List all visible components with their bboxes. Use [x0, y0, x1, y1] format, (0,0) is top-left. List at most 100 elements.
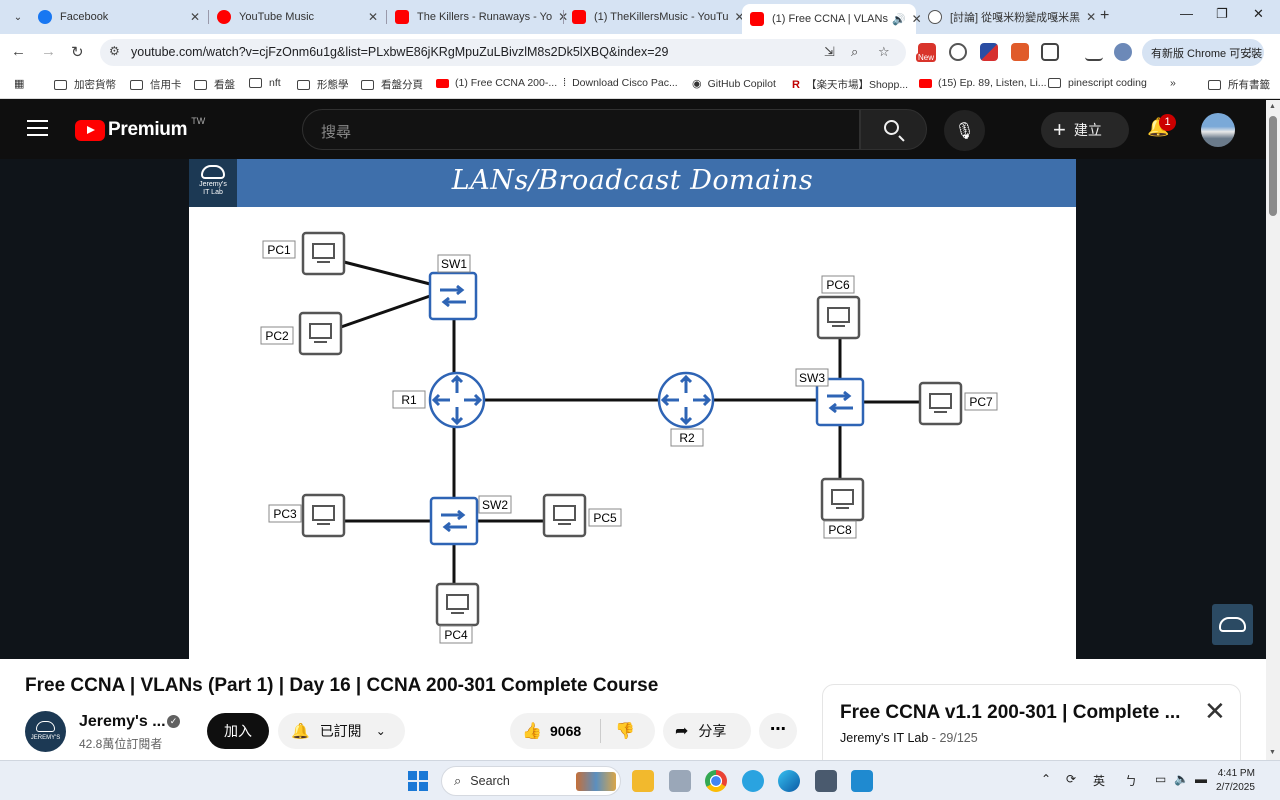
- close-tab-icon[interactable]: ✕: [911, 12, 922, 26]
- battery-icon[interactable]: ▬: [1195, 772, 1207, 786]
- dislike-thumb-icon[interactable]: 👎: [615, 723, 635, 740]
- bookmark-folder-patterns[interactable]: 形態學: [297, 77, 349, 92]
- chrome-update-button[interactable]: 有新版 Chrome 可安裝 ⋮: [1142, 39, 1264, 66]
- share-button[interactable]: ➦ 分享: [663, 713, 751, 749]
- close-tab-icon[interactable]: ✕: [734, 10, 745, 24]
- bookmark-free-ccna[interactable]: (1) Free CCNA 200-...: [436, 77, 557, 89]
- extension-fox-icon[interactable]: [1011, 43, 1029, 61]
- forward-arrow-icon[interactable]: →: [41, 43, 56, 60]
- volume-icon[interactable]: 🔈: [1174, 772, 1189, 786]
- slide-title: LANs/Broadcast Domains: [451, 165, 814, 196]
- bookmark-star-icon[interactable]: ☆: [878, 44, 890, 59]
- folder-icon: [130, 79, 143, 90]
- microphone-icon[interactable]: 🎙: [944, 110, 985, 151]
- url-text[interactable]: youtube.com/watch?v=cjFzOnm6u1g&list=PLx…: [131, 45, 669, 59]
- search-input[interactable]: 搜尋: [302, 109, 860, 150]
- close-tab-icon[interactable]: ✕: [1086, 10, 1097, 24]
- bookmarks-overflow-button[interactable]: »: [1170, 77, 1176, 89]
- windows-start-icon[interactable]: [408, 771, 428, 791]
- file-explorer-icon[interactable]: [632, 770, 654, 792]
- close-tab-icon[interactable]: ✕: [189, 10, 200, 24]
- playlist-title[interactable]: Free CCNA v1.1 200-301 | Complete ...: [840, 702, 1181, 723]
- network-links: [340, 260, 920, 584]
- hamburger-menu-icon[interactable]: [27, 120, 48, 137]
- minimize-icon[interactable]: —: [1180, 6, 1193, 21]
- system-clock[interactable]: 4:41 PM 2/7/2025: [1216, 768, 1255, 793]
- bookmark-folder-pinescript[interactable]: pinescript coding: [1048, 77, 1147, 89]
- pc3: PC3: [268, 493, 346, 538]
- channel-name[interactable]: Jeremy's ...: [79, 713, 166, 730]
- profile-icon[interactable]: [1114, 43, 1132, 61]
- ime-mode-icon[interactable]: ㄅ: [1125, 774, 1138, 788]
- app-icon[interactable]: [669, 770, 691, 792]
- telegram-icon[interactable]: [742, 770, 764, 792]
- calculator-icon[interactable]: [815, 770, 837, 792]
- tray-chevron-up-icon[interactable]: ⌃: [1041, 772, 1052, 786]
- like-count[interactable]: 9068: [550, 723, 582, 739]
- pc1: PC1: [262, 231, 346, 276]
- speaker-icon[interactable]: 🔊: [891, 13, 906, 26]
- site-info-icon[interactable]: ⚙: [109, 44, 120, 58]
- bookmark-folder-crypto[interactable]: 加密貨幣: [54, 77, 116, 92]
- taskbar-search[interactable]: ⌕ Search: [441, 766, 621, 796]
- reload-icon[interactable]: ↻: [71, 44, 84, 61]
- channel-watermark[interactable]: [1212, 604, 1253, 645]
- subscribed-button[interactable]: 🔔 已訂閱 ⌄: [278, 713, 405, 749]
- bookmark-cisco-packet-tracer[interactable]: ⁞Download Cisco Pac...: [563, 77, 678, 89]
- extensions-puzzle-icon[interactable]: [1041, 43, 1059, 61]
- account-avatar[interactable]: [1201, 113, 1235, 147]
- tab-free-ccna-vlans[interactable]: (1) Free CCNA | VLANs 🔊 ✕: [742, 4, 922, 34]
- more-actions-button[interactable]: ⋯: [759, 713, 797, 749]
- sync-icon[interactable]: ⟳: [1066, 772, 1077, 786]
- tab-the-killers-runaways[interactable]: The Killers - Runaways - Yo ✕: [387, 4, 568, 30]
- tab-discussion[interactable]: [討論] 從嘎米粉變成嘎米黑 ✕: [920, 4, 1097, 30]
- channel-avatar[interactable]: JEREMY'S: [25, 711, 66, 752]
- all-bookmarks-folder[interactable]: 所有書籤: [1208, 77, 1270, 92]
- ime-language[interactable]: 英: [1093, 774, 1106, 788]
- install-app-icon[interactable]: ⇲: [824, 44, 835, 59]
- notepad-icon[interactable]: [851, 770, 873, 792]
- cisco-icon: ⁞: [563, 77, 567, 89]
- page-scrollbar[interactable]: ▲ ▼: [1266, 100, 1280, 760]
- apps-grid-icon[interactable]: ▦: [14, 78, 25, 90]
- tab-search-chevron-icon[interactable]: ⌄: [13, 11, 23, 23]
- scroll-down-arrow-icon[interactable]: ▼: [1269, 749, 1276, 756]
- search-button[interactable]: [860, 109, 927, 150]
- close-window-icon[interactable]: ✕: [1253, 6, 1264, 21]
- media-controls-icon[interactable]: [1085, 43, 1103, 61]
- new-tab-plus-icon[interactable]: +: [1100, 7, 1110, 24]
- like-thumb-icon[interactable]: 👍: [522, 723, 542, 740]
- scroll-up-arrow-icon[interactable]: ▲: [1269, 103, 1276, 110]
- network-icon[interactable]: ▭: [1155, 772, 1167, 786]
- plus-icon: +: [1053, 117, 1066, 142]
- menu-dots-icon[interactable]: ⋮: [1244, 45, 1256, 59]
- back-arrow-icon[interactable]: ←: [11, 43, 26, 60]
- sw1: SW1: [428, 254, 478, 321]
- pc7: PC7: [918, 381, 998, 426]
- close-tab-icon[interactable]: ✕: [367, 10, 378, 24]
- bookmark-folder-nft[interactable]: nft: [249, 77, 281, 89]
- tab-thekillersmusic[interactable]: (1) TheKillersMusic - YouTu ✕: [564, 4, 745, 30]
- edge-icon[interactable]: [778, 770, 800, 792]
- scrollbar-thumb[interactable]: [1269, 116, 1277, 216]
- address-bar[interactable]: ⚙ youtube.com/watch?v=cjFzOnm6u1g&list=P…: [100, 39, 906, 66]
- bookmark-folder-credit-card[interactable]: 信用卡: [130, 77, 182, 92]
- bookmark-ep89-listen[interactable]: (15) Ep. 89, Listen, Li...: [919, 77, 1047, 89]
- bookmarks-bar: ▦ 加密貨幣 信用卡 看盤 nft 形態學 看盤分頁 (1) Free CCNA…: [0, 70, 1280, 99]
- create-button[interactable]: + 建立: [1041, 112, 1129, 148]
- zoom-icon[interactable]: ⌕: [851, 44, 859, 59]
- chrome-icon[interactable]: [705, 770, 727, 792]
- bookmark-github-copilot[interactable]: ◉GitHub Copilot: [692, 77, 776, 91]
- bookmark-rakuten[interactable]: R【楽天市場】Shopp...: [792, 78, 909, 92]
- tab-facebook[interactable]: Facebook ✕: [30, 4, 208, 30]
- restore-icon[interactable]: ❐: [1216, 6, 1228, 21]
- video-player[interactable]: LANs/Broadcast Domains Jeremy's IT Lab: [0, 159, 1266, 659]
- extension-flag-icon[interactable]: [980, 43, 998, 61]
- extension-copilot-icon[interactable]: [949, 43, 967, 61]
- close-playlist-icon[interactable]: ✕: [1204, 696, 1226, 726]
- bookmark-folder-market-tabs[interactable]: 看盤分頁: [361, 77, 423, 92]
- youtube-premium-logo[interactable]: Premium TW: [75, 116, 205, 141]
- bookmark-folder-watch-market[interactable]: 看盤: [194, 77, 235, 92]
- join-button[interactable]: 加入: [207, 713, 269, 749]
- tab-youtube-music[interactable]: YouTube Music ✕: [209, 4, 386, 30]
